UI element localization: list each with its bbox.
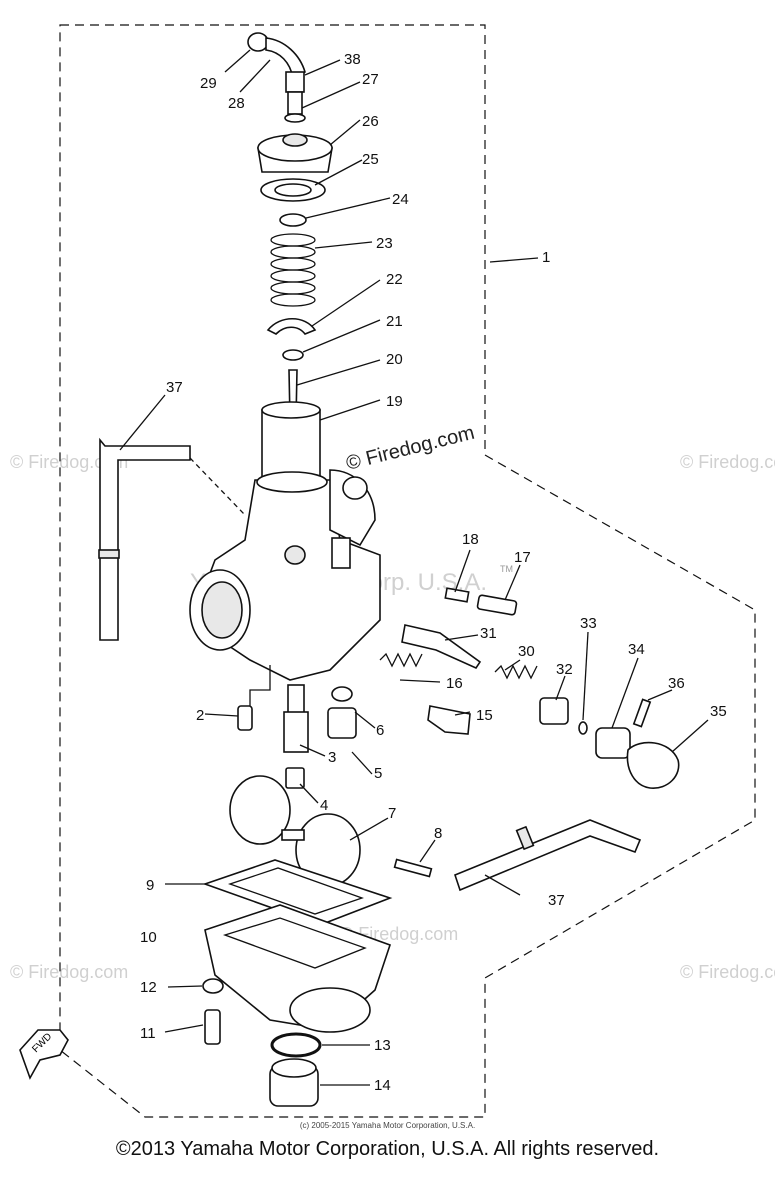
part-16-spring: [379, 652, 423, 668]
part-8-pin: [393, 858, 433, 878]
label-36: 36: [668, 675, 685, 692]
label-27: 27: [362, 71, 379, 88]
watermark-faint-right: © Firedog.com: [680, 452, 775, 472]
tm-mark: TM: [500, 564, 513, 574]
label-12: 12: [140, 979, 157, 996]
part-3-jet-holder: [283, 684, 309, 753]
part-35-knob: [626, 741, 680, 789]
part-30-spring: [494, 664, 538, 680]
part-34-sleeve: [595, 727, 631, 759]
label-19: 19: [386, 393, 403, 410]
part-32-nut: [539, 697, 569, 725]
label-34: 34: [628, 641, 645, 658]
watermark-faint-left: © Firedog.com: [10, 452, 128, 472]
label-18: 18: [462, 531, 479, 548]
part-27-adjuster: [287, 91, 303, 115]
part-21-clip: [282, 349, 304, 361]
label-10: 10: [140, 929, 157, 946]
part-37-tube-upper: [98, 437, 191, 641]
watermark-faint-bottom-left: © Firedog.com: [10, 962, 128, 982]
part-17-screw: [476, 594, 518, 616]
label-24: 24: [392, 191, 409, 208]
label-37-lower: 37: [548, 892, 565, 909]
label-8: 8: [434, 825, 442, 842]
label-30: 30: [518, 643, 535, 660]
part-33-washer: [578, 721, 588, 735]
watermark-main: © Firedog.com: [344, 422, 477, 475]
part-5-jet: [327, 707, 357, 739]
copyright-small: (c) 2005-2015 Yamaha Motor Corporation, …: [299, 1121, 476, 1130]
part-14-plug: [269, 1058, 319, 1107]
part-2-screw: [237, 705, 253, 731]
part-31-plunger: [401, 624, 482, 670]
label-35: 35: [710, 703, 727, 720]
label-14: 14: [374, 1077, 391, 1094]
label-31: 31: [480, 625, 497, 642]
watermark-faint-bottom-right: © Firedog.com: [680, 962, 775, 982]
copyright-footer: ©2013 Yamaha Motor Corporation, U.S.A. A…: [115, 1138, 660, 1160]
part-37-tube-lower: [454, 819, 642, 892]
part-23-spring: [270, 233, 316, 307]
label-9: 9: [146, 877, 154, 894]
carburetor-body: [189, 469, 381, 681]
part-11-screw: [204, 1009, 221, 1045]
part-24-seat: [279, 213, 307, 227]
assembly-boundary: [59, 24, 756, 1118]
fwd-arrow-icon: FWD: [19, 1029, 69, 1080]
label-11: 11: [140, 1025, 156, 1042]
part-labels: 29 28 38 27 26 25 24 23 22 21 20 19 1 37…: [140, 51, 727, 1094]
label-32: 32: [556, 661, 573, 678]
part-7-float: [229, 775, 361, 887]
part-6-washer: [331, 686, 353, 702]
part-36-pin: [632, 698, 652, 728]
part-18-screw: [444, 587, 470, 603]
label-21: 21: [386, 313, 403, 330]
part-29-cap: [247, 32, 269, 52]
label-20: 20: [386, 351, 403, 368]
label-1: 1: [542, 249, 550, 266]
label-17: 17: [514, 549, 531, 566]
part-12-washer: [202, 978, 224, 994]
leader-lines: [119, 49, 709, 1086]
part-15-screw: [427, 705, 471, 735]
label-22: 22: [386, 271, 403, 288]
label-4: 4: [320, 797, 328, 814]
label-3: 3: [328, 749, 336, 766]
label-29: 29: [200, 75, 217, 92]
label-13: 13: [374, 1037, 391, 1054]
part-38-elbow: [285, 71, 305, 93]
label-7: 7: [388, 805, 396, 822]
label-33: 33: [580, 615, 597, 632]
label-15: 15: [476, 707, 493, 724]
label-2: 2: [196, 707, 204, 724]
part-22-clip: [266, 317, 317, 335]
label-16: 16: [446, 675, 463, 692]
label-25: 25: [362, 151, 379, 168]
label-37-upper: 37: [166, 379, 183, 396]
part-4-jet: [285, 767, 305, 789]
label-6: 6: [376, 722, 384, 739]
label-28: 28: [228, 95, 245, 112]
part-10-float-bowl: [204, 904, 392, 1033]
part-13-oring: [270, 1032, 322, 1058]
label-23: 23: [376, 235, 393, 252]
label-38: 38: [344, 51, 361, 68]
label-26: 26: [362, 113, 379, 130]
label-5: 5: [374, 765, 382, 782]
